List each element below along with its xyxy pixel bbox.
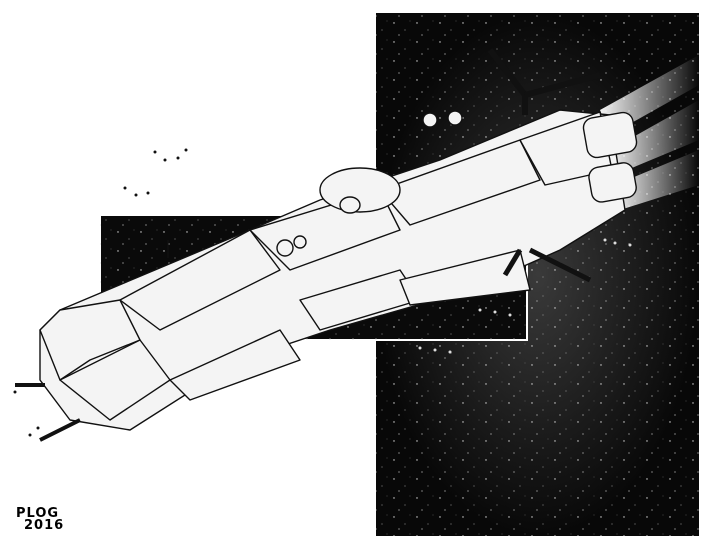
- fighter-squadrons: [13, 148, 188, 437]
- signature-name: PLOG: [16, 506, 60, 521]
- artist-signature: PLOG 2016: [16, 506, 65, 533]
- spaceship: [15, 48, 638, 442]
- fighter-squadrons-space: [418, 238, 632, 354]
- signature-year: 2016: [24, 518, 65, 533]
